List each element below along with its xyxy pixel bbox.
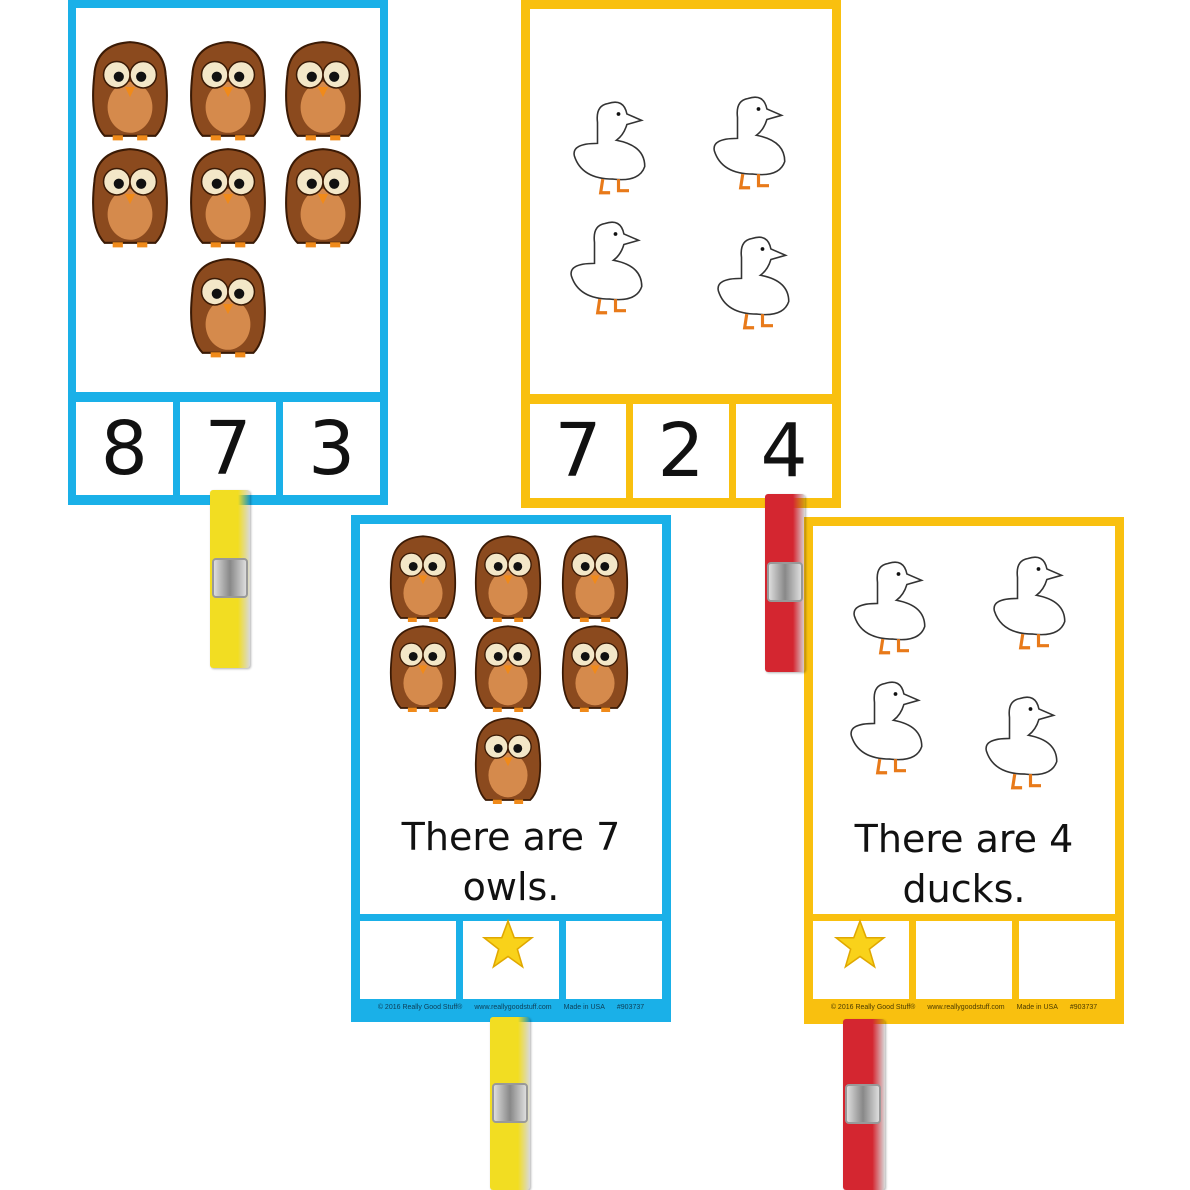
website: www.reallygoodstuff.com — [474, 1004, 552, 1011]
card-footer: © 2016 Really Good Stuff® www.reallygood… — [351, 1004, 671, 1011]
duck-icon — [843, 673, 927, 778]
owl-icon — [182, 141, 274, 253]
duck-icon — [706, 88, 790, 193]
owl-icon — [468, 529, 548, 627]
answer-box[interactable] — [1019, 921, 1115, 999]
answer-choice[interactable]: 3 — [283, 402, 381, 495]
owl-icon — [468, 711, 548, 809]
owl-icon — [84, 34, 176, 146]
answer-sentence-line: ducks. — [902, 867, 1026, 911]
answer-box[interactable] — [566, 921, 662, 999]
duck-icon — [986, 548, 1070, 653]
made-in: Made in USA — [563, 1004, 605, 1011]
duck-icon — [563, 213, 647, 318]
clothespin-spring-icon — [492, 1083, 528, 1123]
owl-icon — [468, 619, 548, 717]
made-in: Made in USA — [1016, 1004, 1058, 1011]
answer-sentence-line: There are 4 — [854, 817, 1074, 861]
owl-icon — [277, 141, 369, 253]
clothespin-spring-icon — [845, 1084, 881, 1124]
card-footer: © 2016 Really Good Stuff® www.reallygood… — [804, 1004, 1124, 1011]
duck-icon — [566, 93, 650, 198]
clothespin-spring-icon — [767, 562, 803, 602]
owl-icon — [383, 529, 463, 627]
answer-box[interactable] — [360, 921, 456, 999]
owl-icon — [555, 619, 635, 717]
owl-icon — [383, 619, 463, 717]
star-icon — [482, 919, 534, 971]
answer-sentence-line: owls. — [462, 865, 560, 909]
answer-choice[interactable]: 7 — [179, 402, 277, 495]
answer-sentence-line: There are 7 — [401, 815, 621, 859]
answer-choice[interactable]: 2 — [633, 404, 729, 498]
duck-counting-card: 7 2 4 — [521, 0, 841, 508]
duck-picture-area: There are 4 ducks. — [813, 526, 1115, 914]
duck-icon — [710, 228, 794, 333]
answer-box[interactable] — [916, 921, 1012, 999]
duck-icon — [846, 553, 930, 658]
duck-icon — [978, 688, 1062, 793]
owl-icon — [277, 34, 369, 146]
website: www.reallygoodstuff.com — [927, 1004, 1005, 1011]
answer-choice[interactable]: 7 — [530, 404, 626, 498]
sku: #903737 — [1069, 1004, 1098, 1011]
owl-icon — [182, 251, 274, 363]
copyright: © 2016 Really Good Stuff® — [377, 1004, 463, 1011]
sku: #903737 — [616, 1004, 645, 1011]
owl-icon — [182, 34, 274, 146]
clothespin-spring-icon — [212, 558, 248, 598]
copyright: © 2016 Really Good Stuff® — [830, 1004, 916, 1011]
owl-icon — [555, 529, 635, 627]
star-icon — [834, 919, 886, 971]
answer-choice[interactable]: 8 — [76, 402, 173, 495]
answer-choice[interactable]: 4 — [736, 404, 832, 498]
duck-picture-area — [530, 9, 832, 394]
owl-icon — [84, 141, 176, 253]
